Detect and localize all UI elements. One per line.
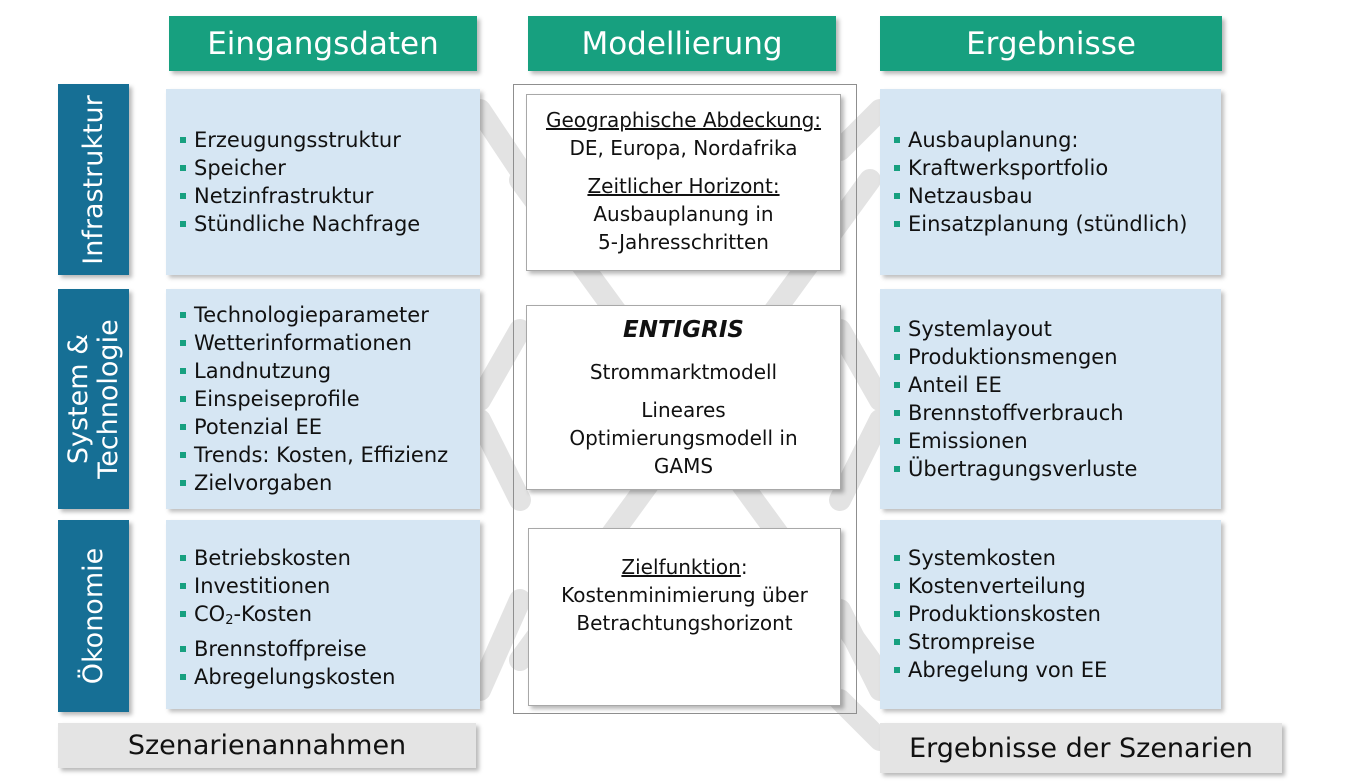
list-item: Kraftwerksportfolio: [894, 154, 1221, 182]
results-infrastructure-list: Ausbauplanung: Kraftwerksportfolio Netza…: [894, 126, 1221, 238]
list-item: Strompreise: [894, 628, 1221, 656]
list-item: Systemlayout: [894, 315, 1221, 343]
side-label-system-technology: System & Technologie: [58, 289, 129, 509]
results-system-list: Systemlayout Produktionsmengen Anteil EE…: [894, 315, 1221, 483]
header-inputs: Eingangsdaten: [169, 16, 477, 71]
side-label-economy-text: Ökonomie: [77, 547, 109, 685]
inputs-system-box: Technologieparameter Wetterinformationen…: [166, 289, 480, 509]
list-item: Emissionen: [894, 427, 1221, 455]
list-item: Netzausbau: [894, 182, 1221, 210]
footer-scenario-assumptions-label: Szenarienannahmen: [127, 730, 407, 761]
time-line-2: 5-Jahresschritten: [598, 230, 769, 254]
list-item: Trends: Kosten, Effizienz: [180, 441, 480, 469]
side-label-system-text: System &: [62, 333, 94, 465]
results-system-box: Systemlayout Produktionsmengen Anteil EE…: [880, 289, 1221, 509]
side-label-infrastructure: Infrastruktur: [58, 84, 129, 275]
results-economy-list: Systemkosten Kostenverteilung Produktion…: [894, 544, 1221, 684]
list-item: Abregelungskosten: [180, 663, 480, 691]
inputs-infrastructure-list: Erzeugungsstruktur Speicher Netzinfrastr…: [180, 126, 480, 238]
model-lp-line-1: Lineares: [641, 398, 726, 422]
header-results-label: Ergebnisse: [966, 25, 1136, 62]
results-economy-box: Systemkosten Kostenverteilung Produktion…: [880, 520, 1221, 709]
co2-subscript: 2: [225, 613, 234, 628]
list-item: Wetterinformationen: [180, 329, 480, 357]
model-name: ENTIGRIS: [623, 317, 744, 343]
side-label-technology-text: Technologie: [92, 319, 124, 479]
list-item: Brennstoffverbrauch: [894, 399, 1221, 427]
footer-scenario-results: Ergebnisse der Szenarien: [880, 723, 1282, 773]
list-item: Investitionen: [180, 572, 480, 600]
co2-suffix: -Kosten: [233, 602, 313, 626]
objective-line-1: Kostenminimierung über: [561, 583, 808, 607]
time-title: Zeitlicher Horizont:: [587, 174, 780, 198]
list-item: Einsatzplanung (stündlich): [894, 210, 1221, 238]
geo-text: DE, Europa, Nordafrika: [569, 136, 798, 160]
results-infrastructure-box: Ausbauplanung: Kraftwerksportfolio Netza…: [880, 89, 1221, 275]
model-market: Strommarktmodell: [589, 360, 778, 384]
inputs-economy-list: Betriebskosten Investitionen CO2-Kosten …: [180, 544, 480, 691]
list-item: Brennstoffpreise: [180, 635, 480, 663]
list-item: Technologieparameter: [180, 301, 480, 329]
list-item: Produktionsmengen: [894, 343, 1221, 371]
model-lp-line-2: Optimierungsmodell in: [569, 426, 798, 450]
header-results: Ergebnisse: [880, 16, 1222, 71]
list-item: Anteil EE: [894, 371, 1221, 399]
co2-prefix: CO: [194, 602, 226, 626]
list-item: Produktionskosten: [894, 600, 1221, 628]
header-modeling-label: Modellierung: [581, 25, 783, 62]
list-item-co2: CO2-Kosten: [180, 600, 480, 635]
list-item: Ausbauplanung:: [894, 126, 1221, 154]
list-item: Potenzial EE: [180, 413, 480, 441]
modeling-model-box: ENTIGRIS Strommarktmodell Lineares Optim…: [526, 305, 841, 490]
footer-scenario-assumptions: Szenarienannahmen: [58, 723, 476, 768]
list-item: Zielvorgaben: [180, 469, 480, 497]
side-label-economy: Ökonomie: [58, 520, 129, 712]
inputs-economy-box: Betriebskosten Investitionen CO2-Kosten …: [166, 520, 480, 709]
list-item: Speicher: [180, 154, 480, 182]
list-item: Stündliche Nachfrage: [180, 210, 480, 238]
objective-line-2: Betrachtungshorizont: [576, 611, 793, 635]
list-item: Einspeiseprofile: [180, 385, 480, 413]
footer-scenario-results-label: Ergebnisse der Szenarien: [909, 732, 1253, 764]
modeling-objective-box: Zielfunktion: Kostenminimierung über Bet…: [528, 528, 841, 706]
objective-colon: :: [740, 555, 748, 579]
list-item: Übertragungsverluste: [894, 455, 1221, 483]
objective-title-line: Zielfunktion:: [529, 553, 840, 581]
objective-title: Zielfunktion: [621, 555, 741, 579]
time-line-1: Ausbauplanung in: [593, 202, 774, 226]
list-item: Erzeugungsstruktur: [180, 126, 480, 154]
list-item: Abregelung von EE: [894, 656, 1221, 684]
inputs-system-list: Technologieparameter Wetterinformationen…: [180, 301, 480, 497]
geo-title: Geographische Abdeckung:: [545, 108, 822, 132]
header-inputs-label: Eingangsdaten: [207, 25, 439, 62]
modeling-scope-box: Geographische Abdeckung: DE, Europa, Nor…: [526, 94, 841, 271]
list-item: Betriebskosten: [180, 544, 480, 572]
list-item: Landnutzung: [180, 357, 480, 385]
list-item: Systemkosten: [894, 544, 1221, 572]
header-modeling: Modellierung: [528, 16, 836, 71]
model-lp-line-3: GAMS: [653, 454, 714, 478]
list-item: Netzinfrastruktur: [180, 182, 480, 210]
modeling-frame: [513, 84, 857, 714]
side-label-infrastructure-text: Infrastruktur: [77, 94, 109, 265]
inputs-infrastructure-box: Erzeugungsstruktur Speicher Netzinfrastr…: [166, 89, 480, 275]
list-item: Kostenverteilung: [894, 572, 1221, 600]
